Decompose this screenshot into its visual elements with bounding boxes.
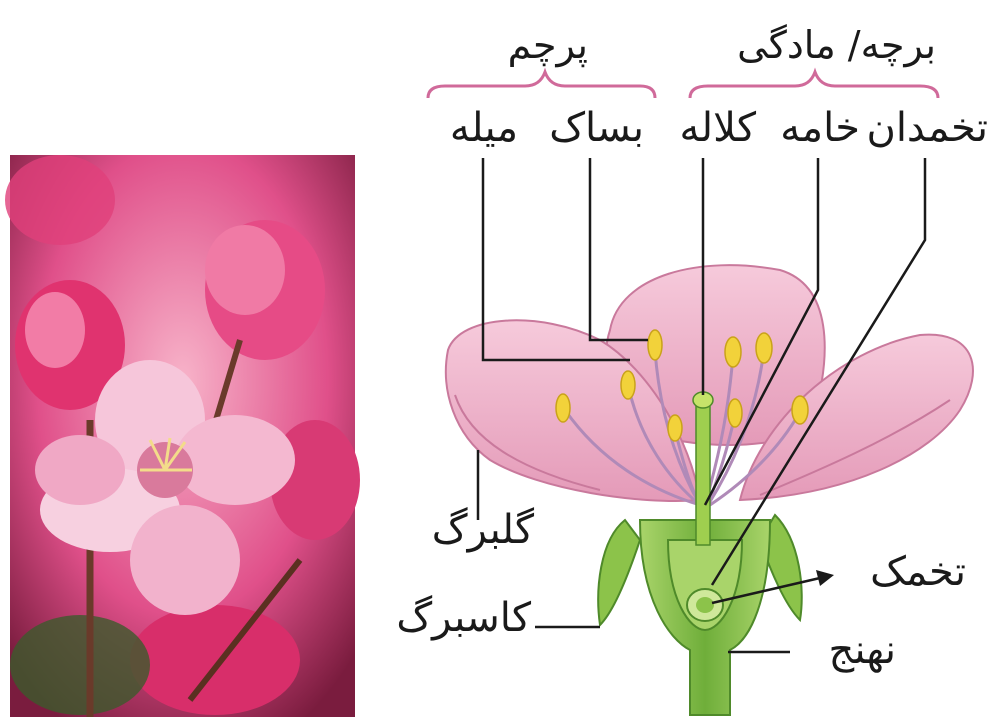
ovary-label: تخمدان [866, 108, 988, 148]
ovule-label: تخمک [870, 552, 966, 592]
pistil-bracket [690, 72, 938, 98]
stamen-group-label: پرچم [508, 26, 588, 64]
pistil-group-label: برچه/ مادگی [737, 26, 936, 64]
ovule-arrowhead [816, 570, 834, 586]
stigma-label: کلاله [679, 108, 756, 148]
receptacle-label: نهنج [829, 630, 896, 670]
petal-label: گلبرگ [432, 510, 534, 550]
stamen-bracket [428, 72, 655, 98]
style-label: خامه [780, 108, 860, 148]
anther-label: بساک [549, 108, 644, 148]
filament-label: میله [450, 108, 518, 148]
sepal-label: کاسبرگ [396, 598, 531, 638]
blossom-photo [5, 155, 360, 717]
